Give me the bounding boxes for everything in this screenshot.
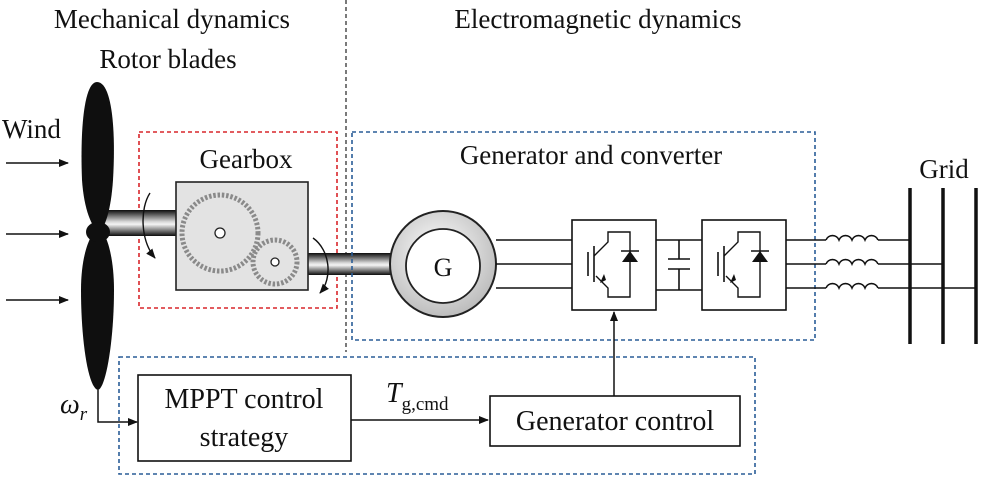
heading-mechanical: Mechanical dynamics — [54, 4, 290, 34]
small-gear-hub — [270, 257, 280, 267]
generator-to-converter-lines — [496, 239, 572, 289]
mppt-block-line1: MPPT control — [165, 384, 324, 415]
output-shaft-rotation-arrow — [312, 237, 329, 294]
generator-symbol: G — [434, 253, 453, 282]
rectifier-block — [571, 219, 657, 311]
rotor-speed-label: ωr — [60, 389, 88, 425]
torque-command-label: Tg,cmd — [386, 378, 449, 415]
gearbox-label: Gearbox — [200, 144, 293, 174]
main-shaft-rotation-arrow — [142, 192, 156, 259]
wind-label: Wind — [2, 114, 61, 144]
heading-rotor-blades: Rotor blades — [99, 44, 236, 74]
rotor-blades — [81, 82, 114, 390]
grid-label: Grid — [919, 154, 969, 184]
inductor-2 — [825, 258, 879, 267]
output-shaft — [305, 253, 413, 275]
rotor-speed-feedback-line — [97, 390, 138, 426]
inductor-3 — [825, 282, 879, 291]
converter-region — [351, 131, 816, 341]
large-gear — [179, 192, 261, 274]
control-region — [118, 356, 756, 475]
large-gear-hub — [214, 227, 226, 239]
heading-electromagnetic: Electromagnetic dynamics — [454, 4, 741, 34]
generator-inner — [405, 228, 481, 304]
mppt-block — [137, 374, 352, 462]
grid-bus — [908, 188, 978, 344]
mppt-block-line2: strategy — [200, 422, 289, 453]
main-shaft — [100, 210, 180, 236]
inductor-1 — [825, 234, 879, 243]
inverter-block — [701, 219, 787, 311]
generator-converter-label: Generator and converter — [460, 140, 722, 170]
dc-link — [656, 239, 702, 291]
generator-control-label: Generator control — [516, 406, 714, 437]
generator-control-block — [489, 395, 741, 447]
